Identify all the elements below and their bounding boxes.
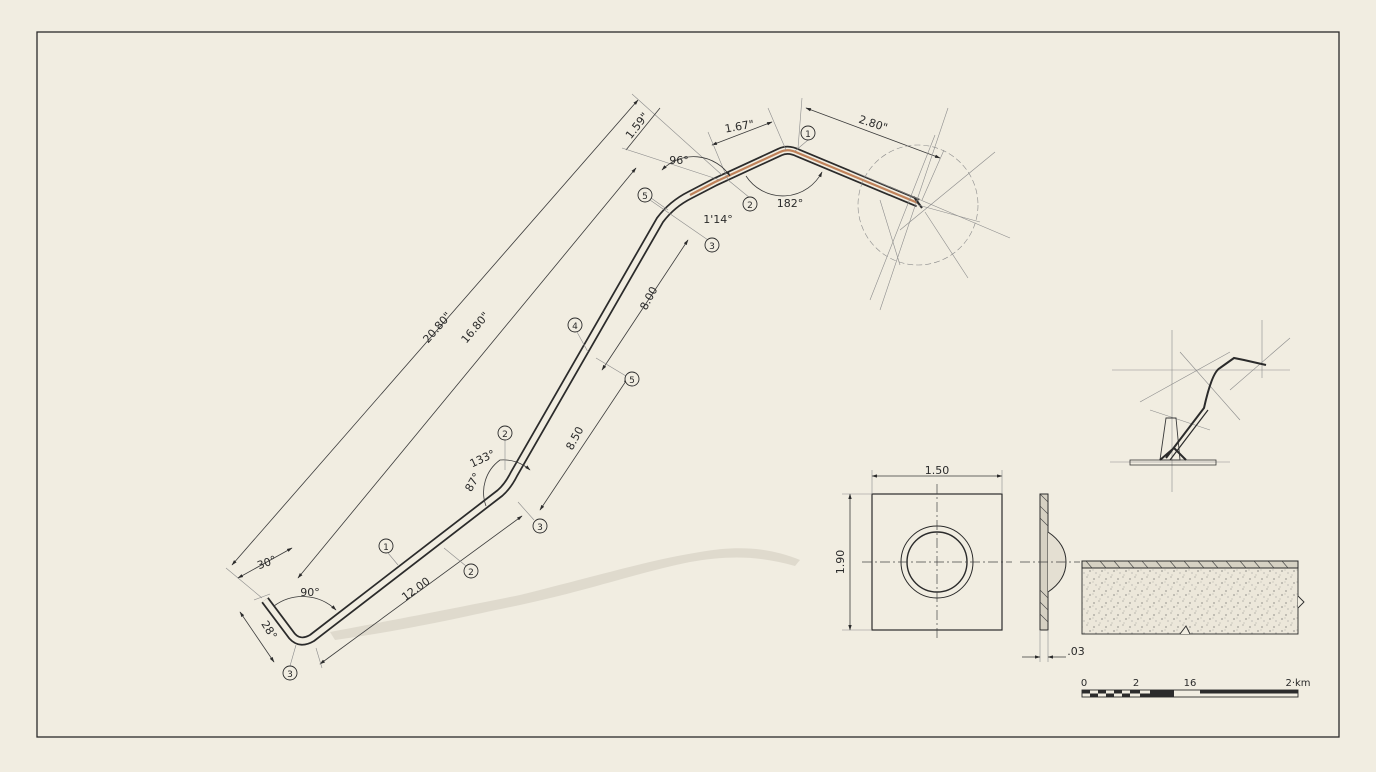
balloon-2-top: 2 <box>747 201 753 211</box>
balloon-3-lower: 3 <box>537 523 543 533</box>
section-block <box>1081 560 1305 635</box>
drawing-border <box>36 31 1340 738</box>
dim-12-00: 12.00 <box>399 575 432 604</box>
scale-label-km: 2·km <box>1285 678 1310 689</box>
angle-114: 1'14° <box>703 213 733 226</box>
dim-1-59: 1.59" <box>623 110 651 141</box>
balloon-5-mid: 5 <box>629 376 635 386</box>
dim-1-90: 1.90 <box>834 550 847 575</box>
balloon-3-bottom: 3 <box>287 670 293 680</box>
scale-label-16: 16 <box>1184 678 1197 689</box>
balloon-5-upper: 5 <box>642 192 648 202</box>
dim-1-50: 1.50 <box>925 464 950 477</box>
balloon-2-lower: 2 <box>502 430 508 440</box>
scale-label-2: 2 <box>1133 678 1139 689</box>
balloon-callouts: 1 2 3 5 4 5 2 3 1 2 3 <box>282 125 816 681</box>
balloon-4-mid: 4 <box>572 322 578 332</box>
angle-182: 182° <box>777 197 804 210</box>
angle-90: 90° <box>300 586 320 599</box>
plate-side-view: .03 <box>1020 493 1085 662</box>
angle-30: 30° <box>255 553 278 572</box>
dim-8-00: 8.00 <box>637 284 660 312</box>
angle-96: 96° <box>669 154 689 167</box>
dim-1-67: 1.67" <box>724 118 755 136</box>
end-construction-lines <box>849 107 1011 311</box>
balloon-2-low: 2 <box>468 568 474 578</box>
dim-16-80: 16.80" <box>459 310 492 346</box>
isometric-sketch <box>1110 320 1291 492</box>
plate-front-view: 1.50 1.90 <box>834 464 1012 640</box>
angle-87: 87° <box>462 471 483 494</box>
balloon-3-upper: 3 <box>709 242 715 252</box>
dim-8-50: 8.50 <box>563 424 586 452</box>
balloon-1-low: 1 <box>383 543 389 553</box>
dim-03: .03 <box>1067 645 1085 658</box>
dim-20-80: 20.80" <box>420 310 454 346</box>
balloon-1-top: 1 <box>805 130 811 140</box>
copper-highlight <box>689 149 919 205</box>
angle-arcs: 90° 87° 133° 96° 1'14° 182° <box>273 154 823 611</box>
scale-bar: 0 2 16 2·km <box>1081 678 1311 698</box>
bent-rod <box>261 145 923 646</box>
dim-2-80: 2.80" <box>857 113 889 134</box>
scale-label-0: 0 <box>1081 678 1087 689</box>
